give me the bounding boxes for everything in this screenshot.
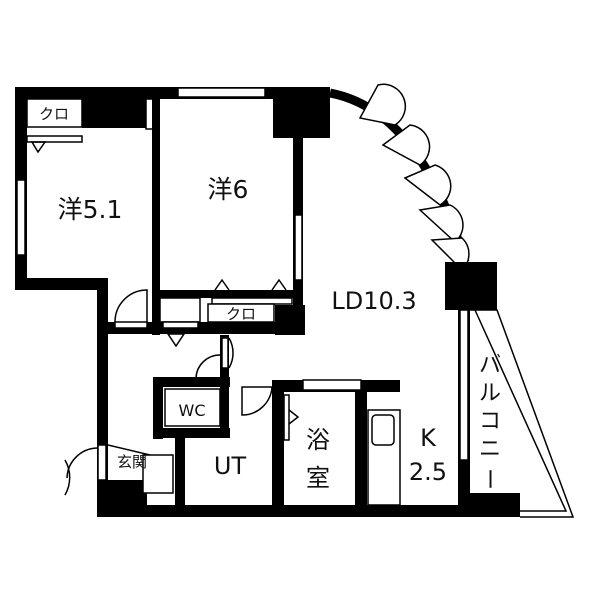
wall xyxy=(355,392,367,517)
room-label-balcony: バ ル コ ニ ー xyxy=(476,353,501,490)
shelf xyxy=(302,379,362,391)
door xyxy=(162,321,199,329)
balcony-char: バ xyxy=(479,353,501,378)
room-label-wc: WC xyxy=(179,401,206,420)
balcony-outline xyxy=(470,309,575,518)
door-swing xyxy=(241,386,273,416)
room-label-bath-1: 浴 xyxy=(306,426,330,454)
sink xyxy=(371,414,395,446)
left-wall-lower xyxy=(97,278,108,517)
wall xyxy=(175,430,185,517)
door-marker-icon xyxy=(30,141,47,154)
wall xyxy=(272,380,284,517)
wc-wall xyxy=(153,377,163,439)
closet-label-1: クロ xyxy=(39,105,69,123)
pillar xyxy=(445,262,497,310)
curved-windows xyxy=(358,83,470,272)
room-label-ut: UT xyxy=(214,452,247,480)
room-label-entrance: 玄関 xyxy=(117,453,147,471)
door-marker-icon xyxy=(288,409,300,425)
door-marker-icon xyxy=(214,278,287,291)
partition-wall xyxy=(152,99,160,335)
window-balcony xyxy=(459,309,469,461)
room-label-western-2: 洋6 xyxy=(208,175,249,204)
entrance-door-swing xyxy=(64,459,71,496)
balcony-char: ー xyxy=(476,468,501,490)
bottom-wall xyxy=(97,505,520,517)
window-inner xyxy=(294,214,303,281)
door-marker-icon xyxy=(166,333,186,348)
wc-box xyxy=(164,388,221,427)
partition-wall xyxy=(160,290,303,298)
closet-2 xyxy=(207,303,275,323)
door-swing xyxy=(114,289,148,323)
room-label-western-1: 洋5.1 xyxy=(58,195,123,224)
wc-wall xyxy=(153,428,230,438)
pillar xyxy=(82,87,148,128)
shoe-box xyxy=(142,454,174,494)
door xyxy=(114,321,148,329)
balcony-char: ル xyxy=(479,381,501,406)
room-label-ld: LD10.3 xyxy=(331,287,416,315)
step-wall xyxy=(15,278,108,290)
balcony-char: ニ xyxy=(479,437,501,462)
closet-door xyxy=(211,297,293,305)
door-swing xyxy=(195,354,221,379)
step-line xyxy=(107,444,151,456)
storage xyxy=(159,297,201,323)
door xyxy=(283,394,290,441)
window-left xyxy=(16,179,26,256)
room-label-bath-2: 室 xyxy=(306,464,330,492)
partition-wall xyxy=(108,322,305,334)
balcony-railing xyxy=(474,309,568,512)
room-label-kitchen-1: K xyxy=(420,424,437,452)
pillar xyxy=(273,87,330,138)
balcony-char: コ xyxy=(479,409,501,434)
closet-label-2: クロ xyxy=(226,305,256,323)
entrance-door xyxy=(97,444,107,481)
door xyxy=(221,337,229,369)
closet-1 xyxy=(26,98,83,128)
closet-door xyxy=(26,135,83,143)
entrance-door-swing xyxy=(66,447,98,479)
pillar xyxy=(97,480,147,517)
room-label-kitchen-2: 2.5 xyxy=(409,458,447,486)
door-swing xyxy=(228,337,234,369)
wc-wall xyxy=(153,377,230,387)
pillar xyxy=(275,305,305,335)
window-top xyxy=(177,87,266,98)
